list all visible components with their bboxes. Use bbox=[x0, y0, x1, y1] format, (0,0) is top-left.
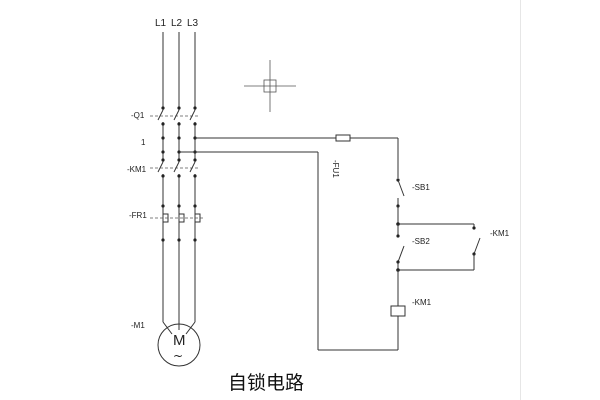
connection-dots bbox=[161, 106, 197, 242]
crosshair-marker bbox=[244, 60, 296, 112]
label-node-1: 1 bbox=[141, 138, 146, 147]
label-fr1: -FR1 bbox=[129, 211, 147, 220]
label-km1-aux: -KM1 bbox=[490, 229, 510, 238]
label-m1: -M1 bbox=[131, 321, 145, 330]
phase-conductors bbox=[157, 32, 196, 322]
diagram-caption: 自锁电路 bbox=[228, 372, 305, 394]
fr1-thermal-relay bbox=[150, 208, 203, 228]
control-circuit bbox=[179, 134, 481, 351]
label-q1: -Q1 bbox=[131, 111, 145, 120]
motor-symbol bbox=[157, 321, 201, 367]
motor-ac-symbol: ~ bbox=[173, 349, 183, 363]
label-km1-coil: -KM1 bbox=[412, 298, 432, 307]
phase-label-l3: L3 bbox=[187, 18, 199, 29]
label-km1-main: -KM1 bbox=[127, 165, 147, 174]
right-border-line bbox=[520, 0, 521, 400]
label-sb1: -SB1 bbox=[412, 183, 430, 192]
label-sb2: -SB2 bbox=[412, 237, 430, 246]
motor-letter: M bbox=[173, 332, 186, 349]
label-fu1: -FU1 bbox=[331, 160, 340, 178]
phase-label-l1: L1 bbox=[155, 18, 167, 29]
phase-label-l2: L2 bbox=[171, 18, 183, 29]
